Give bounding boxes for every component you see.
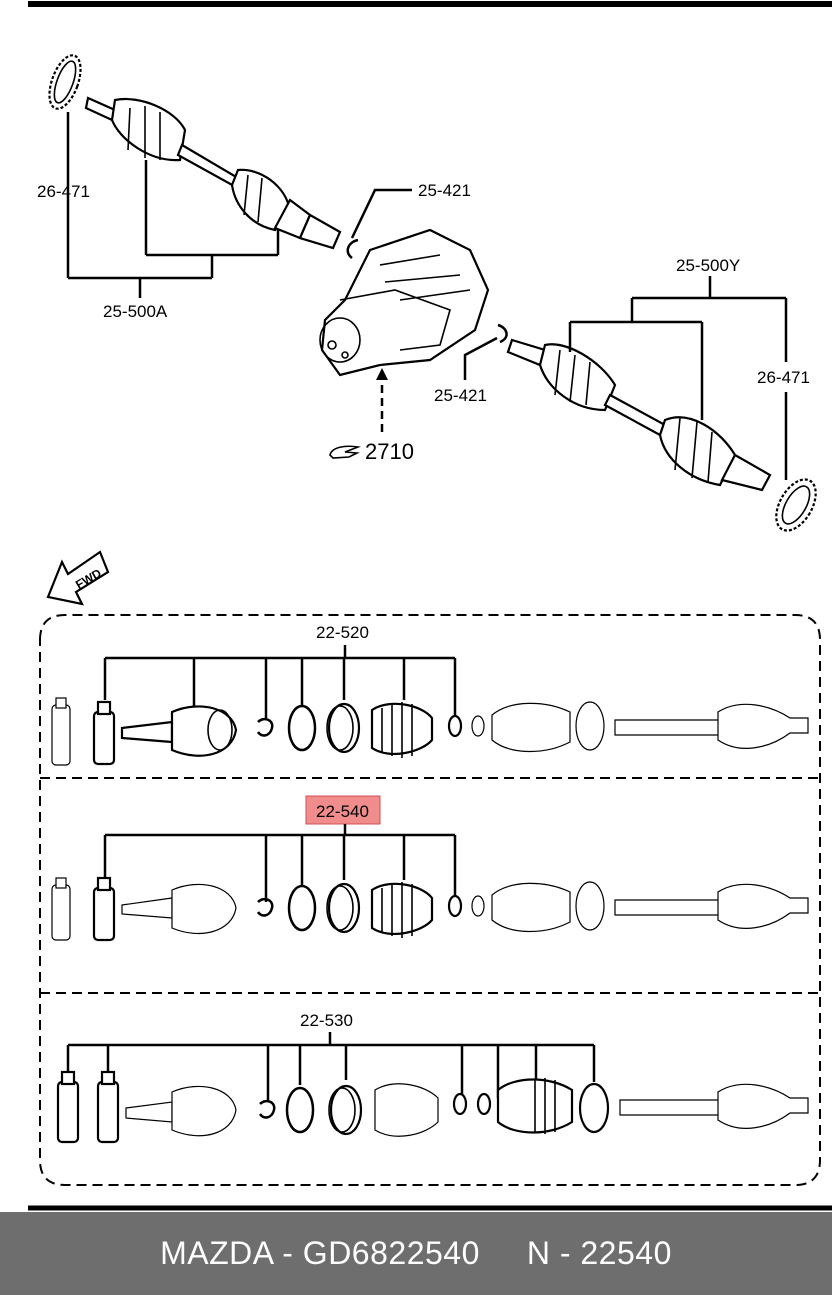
diff-ref-icon — [329, 445, 362, 459]
clip-bottom — [463, 323, 508, 380]
kit-box — [39, 614, 821, 1186]
abs-ring-right — [775, 478, 817, 532]
drive-shaft-left — [84, 96, 342, 250]
label-kit-2: 22-540 — [316, 802, 369, 821]
parts-diagram: 26-471 25-500A 25-421 2710 25-421 — [28, 1, 832, 1211]
label-kit-1: 22-520 — [316, 623, 369, 642]
label-shaft-left: 25-500A — [103, 302, 168, 321]
leaders-left — [66, 112, 280, 298]
label-kit-2-highlight — [305, 795, 381, 825]
label-abs-ring-left: 26-471 — [37, 182, 90, 201]
footer-bar: MAZDA - GD6822540 N - 22540 — [0, 1212, 832, 1295]
kit-1-leaders — [103, 645, 457, 718]
kit-1-parts — [51, 697, 809, 766]
kit-2-leaders — [103, 824, 457, 902]
label-clip-top: 25-421 — [418, 181, 471, 200]
label-abs-ring-right: 26-471 — [757, 368, 810, 387]
clip-top — [346, 188, 412, 259]
drive-shaft-right — [506, 338, 772, 492]
footer-part-number: MAZDA - GD6822540 N - 22540 — [160, 1235, 672, 1271]
leaders-right — [568, 276, 788, 480]
abs-ring-left — [48, 54, 82, 110]
differential-housing — [319, 228, 490, 377]
label-diff-ref: 2710 — [365, 439, 414, 464]
kit-2-parts — [51, 876, 809, 942]
label-clip-bottom: 25-421 — [434, 386, 487, 405]
fwd-arrow-icon — [46, 550, 110, 606]
label-shaft-right: 25-500Y — [676, 256, 740, 275]
kit-3-parts — [56, 1070, 809, 1144]
label-kit-3: 22-530 — [300, 1011, 353, 1030]
diff-arrow — [376, 368, 388, 380]
